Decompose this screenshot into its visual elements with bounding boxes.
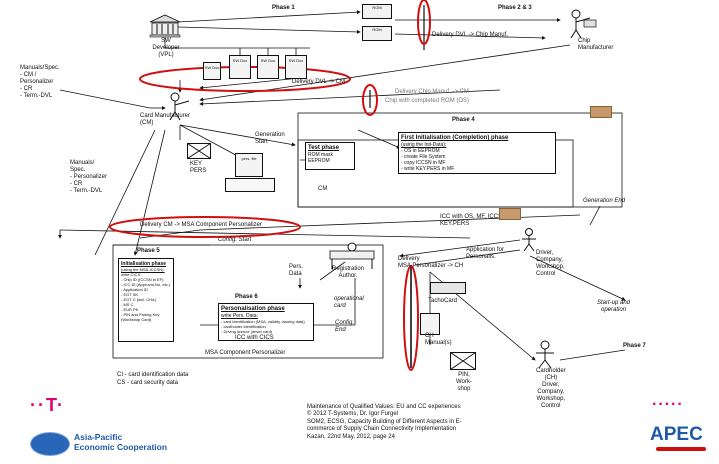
sw-developer-label: SW Developer (VPL) (150, 38, 182, 59)
building-icon (148, 14, 182, 38)
generation-start-label: Generation Start (255, 132, 285, 146)
manuals-spec2-label: Manuals/ Spec. - Personalizer - CR - Ter… (70, 160, 107, 195)
chip-manufacturer-person-icon (568, 8, 598, 40)
ch-manual-file-icon (420, 313, 440, 335)
key-pers-label: KEY PERS (190, 161, 206, 175)
footer-line: © 2012 T-Systems, Dr. Igor Furgel (307, 411, 537, 418)
footer-line: SOM2, ECSG, Capacity Building of Differe… (307, 419, 537, 426)
chip-manufacturer-label: Chip Manufacturer (578, 38, 613, 52)
config-end-label: Config. End (335, 320, 354, 334)
tachocard-icon (430, 282, 466, 294)
card-manufacturer-label: Card Manufacturer (CM) (140, 113, 190, 127)
sw-doc-file-icon: SW Doc (229, 55, 251, 79)
rom-chip-card-icon: ROM (362, 26, 392, 41)
cardholder-person-icon (530, 340, 560, 370)
delivery-msa-ch-label: Delivery MSA Personalizer -> CH (398, 256, 463, 270)
delivery-dvl-cm-label: Delivery DVL -> CM (292, 79, 345, 86)
apec-logo: APEC (648, 420, 710, 456)
legend-ci: CI - card identification data (117, 372, 188, 379)
pers-file-icon: pers. file (235, 153, 263, 177)
footer-line: Kazan, 22nd May, 2012, page 24 (307, 434, 537, 441)
pers-phase-item: - Driving licence (driver card) (221, 329, 311, 334)
pin-workshop-label: PIN, Work- shop (456, 372, 472, 393)
cm-label: CM (318, 186, 327, 193)
tsystems-logo-letter: T (46, 395, 57, 415)
footer-line: commerce of Supply Chain Connectivity Im… (307, 426, 537, 433)
pers-phase-title: Personalisation phase (221, 306, 311, 313)
operational-card-label: operational card (334, 296, 364, 310)
test-phase-box: Test phase ROM mask EEPROM (305, 142, 355, 170)
floppy-icon (225, 178, 275, 192)
msa-component-label: MSA Component Personalizer (205, 350, 285, 357)
footer-citation: Maintenance of Qualified Values: EU and … (307, 404, 537, 441)
ch-manuals-label: CH Manual(s) (425, 333, 452, 347)
apec-org-text: Asia-Pacific Economic Cooperation (74, 432, 167, 452)
manuals-spec-label: Manuals/Spec. - CM / Personalizer - CR -… (20, 65, 60, 100)
first-init-box: First Initialisation (Completion) phase … (398, 132, 556, 174)
registration-label: Registration Author. (332, 266, 364, 280)
phase-5-label: Phase 5 (137, 248, 160, 254)
icc-with-cics-label: ICC with CICS (235, 335, 274, 342)
phase-4-label: Phase 4 (452, 117, 475, 123)
cardholder-label: Cardholder (CH) Driver, Company, Worksho… (536, 368, 566, 410)
legend-cs: CS - card security data (117, 380, 178, 387)
pin-envelope-icon (450, 352, 476, 370)
generation-end-label: Generation End (583, 198, 625, 205)
driver-label: Driver, Company, Workshop, Control (536, 250, 565, 278)
tsystems-logo: ··T· (30, 396, 82, 414)
apec-logo-swoosh (656, 447, 706, 451)
icc-with-os-label: ICC with OS, MF, ICCSN, KEY.PERS (440, 214, 508, 228)
tachocard-label: TachoCard (428, 298, 457, 305)
delivery-dvl-chip-label: Delivery DVL -> Chip Manuf. (432, 32, 508, 39)
sw-doc-file-icon: SW Doc (203, 62, 221, 80)
config-start-label: Config. Start (218, 237, 251, 244)
init-phase-box: Initialisation phase (using the MSA-ICCS… (118, 258, 174, 342)
phase-2-3-label: Phase 2 & 3 (498, 5, 532, 11)
key-pers-envelope-icon (187, 143, 211, 159)
apec-org-logo: Asia-Pacific Economic Cooperation (30, 428, 180, 458)
chip-icon (590, 106, 612, 118)
delivery-chip-cm-label: Delivery Chip Manuf. -> CM (395, 89, 469, 96)
chip-icon (499, 208, 521, 220)
driver-person-icon (517, 228, 541, 252)
phase-6-label: Phase 6 (235, 294, 258, 300)
sw-doc-file-icon: SW Doc (285, 55, 307, 79)
test-phase-title: Test phase (308, 145, 352, 152)
phase-7-label: Phase 7 (623, 343, 646, 349)
phase-1-label: Phase 1 (272, 5, 295, 11)
delivery-cm-msa-label: Delivery CM -> MSA Component Personalize… (140, 222, 262, 229)
apec-globe-icon (30, 432, 70, 456)
dotted-divider-right: ····· (652, 397, 684, 413)
pers-data-label: Pers. Data (289, 264, 303, 278)
init-phase-item: - PIN and Pairing Key (Workshop Card) (121, 312, 171, 322)
sw-doc-file-icon: SW Doc (257, 55, 279, 79)
start-up-label: Start-up and operation (597, 300, 630, 314)
chip-with-os-label: Chip with completed ROM (OS) (385, 98, 469, 105)
apec-logo-text: APEC (650, 424, 703, 446)
test-phase-item: EEPROM (308, 158, 352, 164)
rom-mask-card-icon: ROM (362, 4, 392, 19)
first-init-title: First Initialisation (Completion) phase (401, 135, 553, 142)
first-init-item: - write KEY.PERS in MF (401, 166, 553, 172)
application-for-label: Application for Personalis. (466, 247, 504, 261)
